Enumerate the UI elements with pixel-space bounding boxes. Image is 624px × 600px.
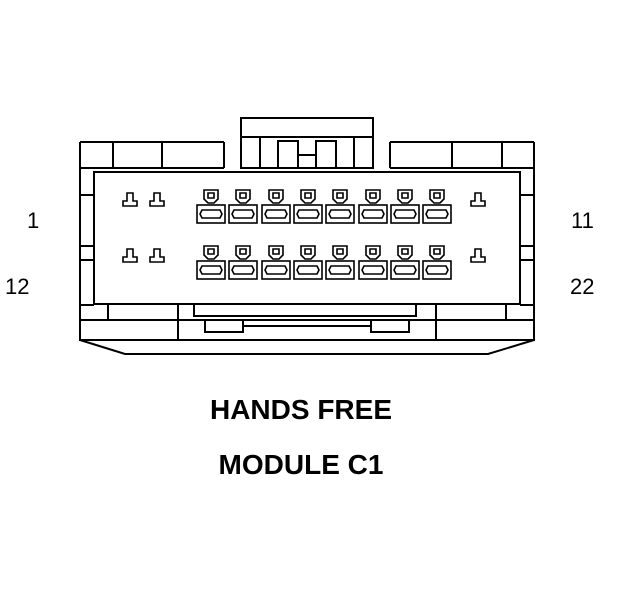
terminal-cavity-row1-6-contact	[361, 209, 385, 219]
terminal-cavity-row2-1-contact	[199, 265, 223, 275]
terminal-cavity-row2-3-clip	[268, 245, 284, 260]
terminal-cavity-row1-2	[228, 204, 258, 224]
housing-bottom-taper	[79, 339, 535, 355]
pin-small-left-b-row1	[149, 192, 165, 207]
pin-small-left-a-row1	[122, 192, 138, 207]
housing-outline	[79, 142, 535, 341]
terminal-cavity-row1-8-clip	[429, 189, 445, 204]
terminal-cavity-row2-8-clip	[429, 245, 445, 260]
terminal-cavity-row2-6-clip	[365, 245, 381, 260]
terminal-cavity-row2-4-contact	[296, 265, 320, 275]
terminal-cavity-row1-7	[390, 204, 420, 224]
terminal-cavity-row1-3-clip	[268, 189, 284, 204]
pin-label-12: 12	[5, 274, 30, 299]
terminal-cavity-row2-6	[358, 260, 388, 280]
terminal-cavity-row2-7-contact	[393, 265, 417, 275]
terminal-cavity-row1-7-clip	[397, 189, 413, 204]
terminal-cavity-row1-5	[325, 204, 355, 224]
diagram-title-line-2: MODULE C1	[218, 449, 384, 480]
terminal-cavity-row1-8	[422, 204, 452, 224]
pin-small-right-row1	[470, 192, 486, 207]
terminal-cavity-row2-6-contact	[361, 265, 385, 275]
terminal-cavity-row1-3-contact	[264, 209, 288, 219]
terminal-cavity-row1-4-contact	[296, 209, 320, 219]
terminal-cavity-row2-4	[293, 260, 323, 280]
terminal-cavity-row1-6	[358, 204, 388, 224]
terminal-cavity-row2-3-contact	[264, 265, 288, 275]
terminal-cavity-row2-1-clip	[203, 245, 219, 260]
terminal-cavity-row1-5-contact	[328, 209, 352, 219]
terminal-cavity	[93, 171, 521, 305]
terminal-cavity-row2-2-contact	[231, 265, 255, 275]
terminal-cavity-row1-5-clip	[332, 189, 348, 204]
terminal-cavity-row2-4-clip	[300, 245, 316, 260]
terminal-cavity-row2-7	[390, 260, 420, 280]
diagram-title-line-1: HANDS FREE	[209, 394, 392, 425]
terminal-cavity-row1-6-clip	[365, 189, 381, 204]
terminal-cavity-row2-1	[196, 260, 226, 280]
terminal-cavity-row1-7-contact	[393, 209, 417, 219]
pin-small-left-a-row2	[122, 248, 138, 263]
terminal-cavity-row1-3	[261, 204, 291, 224]
terminal-cavity-row1-4-clip	[300, 189, 316, 204]
terminal-cavity-row1-2-contact	[231, 209, 255, 219]
terminal-cavity-row1-8-contact	[425, 209, 449, 219]
terminal-cavity-row2-8-contact	[425, 265, 449, 275]
terminal-group	[122, 189, 486, 280]
terminal-cavity-row1-4	[293, 204, 323, 224]
pin-label-11: 11	[571, 208, 594, 233]
terminal-cavity-row2-3	[261, 260, 291, 280]
terminal-cavity-row1-2-clip	[235, 189, 251, 204]
pin-label-22: 22	[570, 274, 595, 299]
terminal-cavity-row1-1-clip	[203, 189, 219, 204]
pin-label-1: 1	[27, 208, 40, 233]
terminal-cavity-row2-2-clip	[235, 245, 251, 260]
pin-small-right-row2	[470, 248, 486, 263]
terminal-cavity-row2-5-contact	[328, 265, 352, 275]
terminal-cavity-row1-1	[196, 204, 226, 224]
pin-small-left-b-row2	[149, 248, 165, 263]
terminal-cavity-row2-8	[422, 260, 452, 280]
terminal-cavity-row2-5-clip	[332, 245, 348, 260]
terminal-cavity-row2-7-clip	[397, 245, 413, 260]
terminal-cavity-row1-1-contact	[199, 209, 223, 219]
terminal-cavity-row2-5	[325, 260, 355, 280]
terminal-cavity-row2-2	[228, 260, 258, 280]
